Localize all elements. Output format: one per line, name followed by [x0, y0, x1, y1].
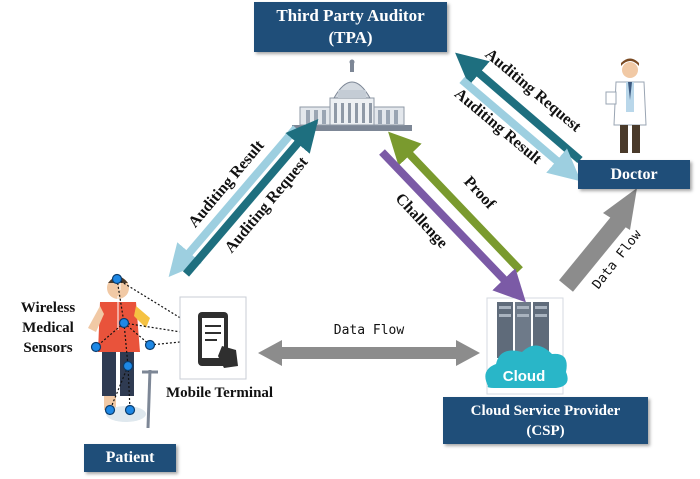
edge-label-proof: Proof [460, 173, 499, 213]
edge-label-data-flow-mobile-csp: Data Flow [334, 323, 405, 338]
patient-node-label: Patient [84, 444, 176, 472]
doctor-node-label: Doctor [578, 160, 690, 189]
patient-icon [88, 276, 158, 429]
mobile-terminal-label: Mobile Terminal [166, 385, 274, 401]
sensors-label-line3: Sensors [23, 340, 73, 356]
csp-label-line1: Cloud Service Provider [470, 403, 621, 419]
arrow-auditing-request-to-tpa [182, 119, 319, 277]
edge-label-challenge: Challenge [392, 190, 451, 252]
sensors-label-line2: Medical [22, 320, 74, 336]
tpa-label-line2: (TPA) [328, 28, 373, 47]
tpa-label-line1: Third Party Auditor [276, 6, 425, 25]
arrow-auditing-result-to-patient [168, 125, 300, 277]
csp-label-line2: (CSP) [526, 423, 565, 439]
wireless-sensors-label: Wireless Medical Sensors [8, 298, 88, 358]
arrow-auditing-result-to-doctor [459, 76, 581, 182]
tpa-node-label: Third Party Auditor (TPA) [254, 2, 447, 52]
csp-node-label: Cloud Service Provider (CSP) [443, 397, 648, 444]
arrow-data-flow-csp-doctor [559, 188, 637, 292]
arrow-auditing-request-to-tpa-from-doctor [455, 52, 583, 164]
arrow-data-flow-mobile-csp [258, 340, 480, 366]
sensors-label-line1: Wireless [20, 300, 76, 316]
capitol-building-icon [292, 59, 412, 131]
sensor-points [90, 273, 156, 416]
arrow-challenge-to-csp [379, 149, 526, 303]
cloud-icon: Cloud [485, 345, 568, 388]
mobile-phone-icon [179, 296, 247, 380]
arrow-proof-to-tpa [388, 131, 523, 273]
cloud-icon-text: Cloud [503, 368, 546, 385]
doctor-icon [605, 58, 647, 153]
